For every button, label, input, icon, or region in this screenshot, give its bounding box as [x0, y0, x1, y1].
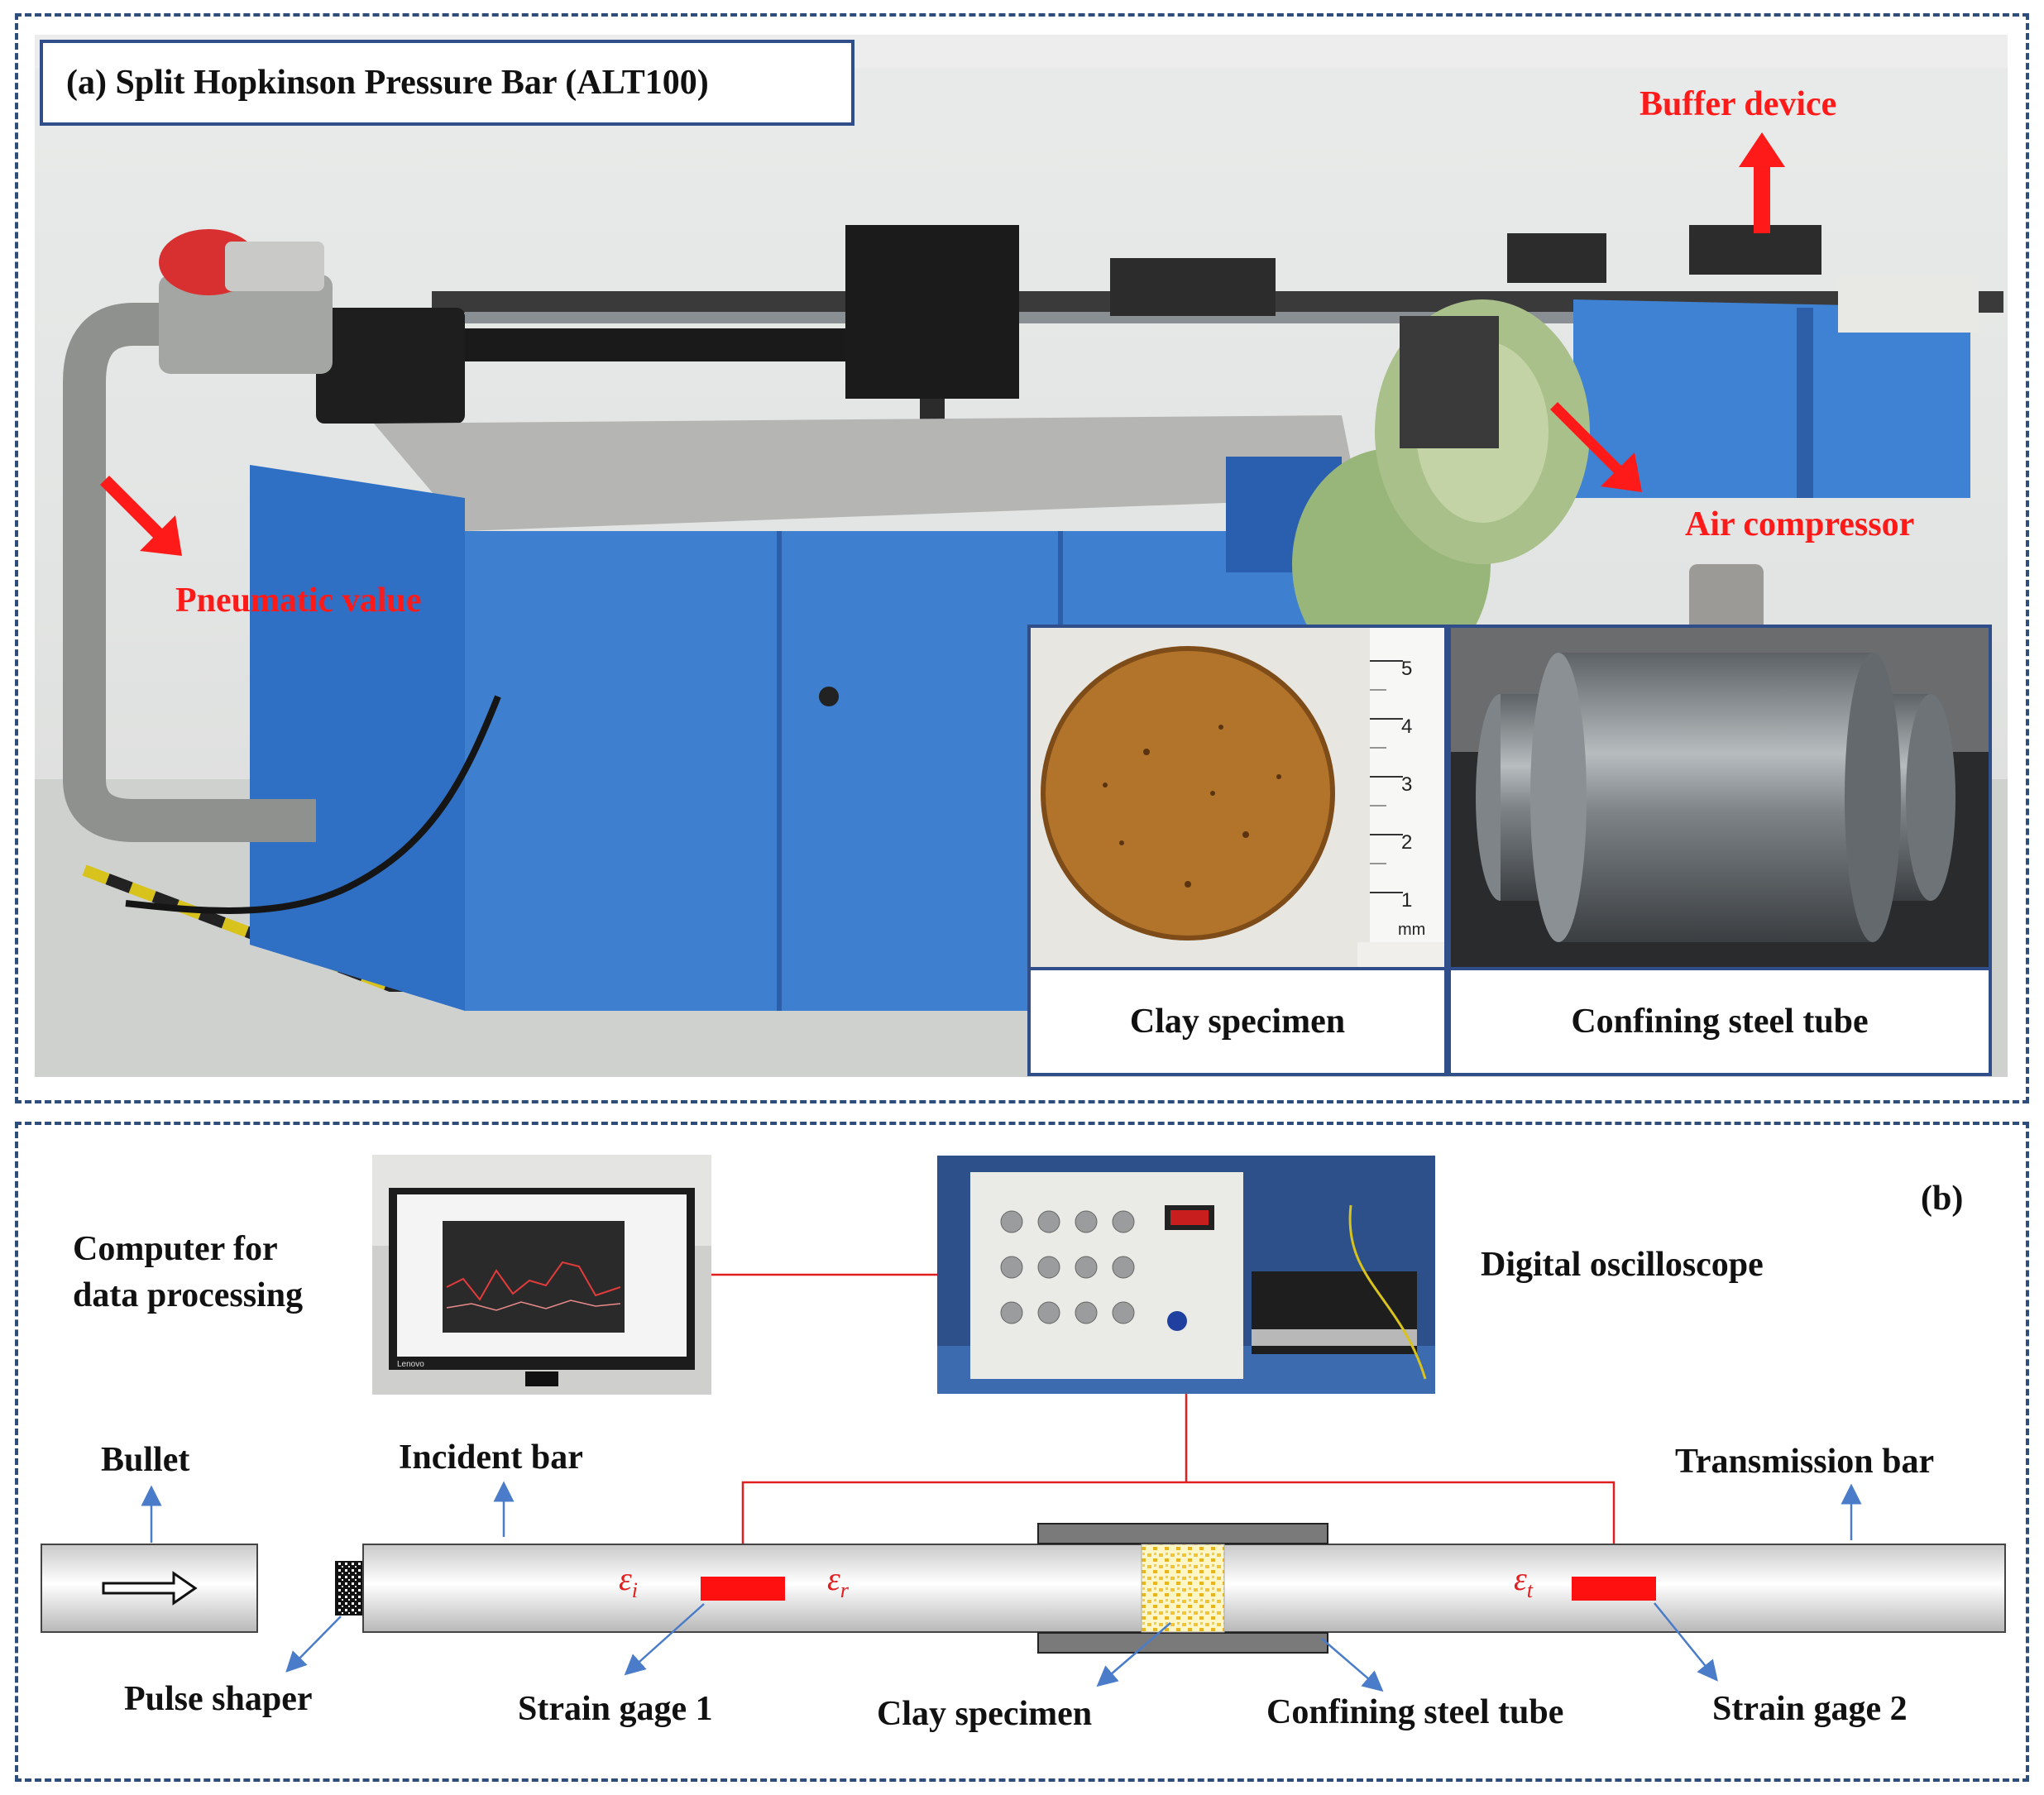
clay-specimen-inset: 5 4 3 2 1 mm	[1027, 625, 1448, 970]
oscilloscope-photo	[937, 1156, 1435, 1394]
clay-specimen-label: Clay specimen	[877, 1695, 1093, 1733]
epsilon-transmitted-sub: t	[1526, 1578, 1533, 1602]
ruler-tick-3: 3	[1401, 773, 1413, 796]
clay-specimen	[1141, 1544, 1225, 1633]
epsilon-transmitted: εt	[1514, 1560, 1533, 1602]
panel-b-tag: (b)	[1921, 1180, 1964, 1218]
strain-gage-2-label: Strain gage 2	[1712, 1690, 1908, 1728]
shpb-photo: (a) Split Hopkinson Pressure Bar (ALT100…	[35, 35, 2008, 1077]
ruler-tick-2: 2	[1401, 831, 1413, 854]
epsilon-reflected: εr	[827, 1560, 849, 1602]
pointer-arrows	[141, 1481, 1862, 1692]
confining-tube-top	[1037, 1523, 1328, 1544]
transmission-bar-label: Transmission bar	[1675, 1443, 1935, 1481]
air-compressor-label: Air compressor	[1685, 505, 1915, 543]
bullet	[41, 1544, 258, 1633]
pulse-shaper-label: Pulse shaper	[124, 1680, 313, 1718]
clay-specimen-photo	[1031, 628, 1444, 967]
confining-steel-tube-label: Confining steel tube	[1266, 1693, 1564, 1731]
computer-photo: Lenovo	[372, 1155, 711, 1395]
bullet-label: Bullet	[101, 1441, 190, 1479]
clay-caption-box: Clay specimen	[1027, 970, 1448, 1076]
buffer-device-label: Buffer device	[1640, 85, 1837, 123]
panel-a-frame	[15, 13, 2029, 1103]
monitor-brand-text: Lenovo	[397, 1360, 424, 1369]
oscilloscope-label: Digital oscilloscope	[1481, 1246, 1764, 1284]
ruler-tick-5: 5	[1401, 658, 1413, 680]
confining-steel-tube-caption: Confining steel tube	[1451, 970, 1989, 1073]
computer-label: Computer for data processing	[73, 1226, 303, 1319]
incident-bar-label: Incident bar	[399, 1438, 583, 1477]
steel-tube-photo	[1451, 628, 1989, 967]
clay-specimen-caption: Clay specimen	[1031, 970, 1444, 1073]
signal-wires	[711, 1273, 1616, 1578]
computer-label-line1: Computer for	[73, 1230, 278, 1268]
epsilon-incident-sub: i	[631, 1578, 638, 1602]
shpb-apparatus-illustration	[35, 35, 2008, 1077]
pneumatic-value-label: Pneumatic value	[175, 582, 422, 620]
strain-gage-2	[1572, 1577, 1656, 1601]
strain-gage-1-label: Strain gage 1	[518, 1690, 713, 1728]
panel-b-frame	[15, 1122, 2029, 1782]
steel-tube-inset	[1448, 625, 1992, 970]
computer-label-line2: data processing	[73, 1276, 304, 1314]
red-arrows	[100, 132, 1785, 556]
ruler-tick-1: 1	[1401, 889, 1413, 912]
panel-a-title: (a) Split Hopkinson Pressure Bar (ALT100…	[40, 40, 854, 126]
ruler-unit-mm: mm	[1398, 921, 1426, 939]
ruler-tick-4: 4	[1401, 716, 1413, 738]
confining-tube-bottom	[1037, 1632, 1328, 1654]
pulse-shaper	[335, 1561, 363, 1616]
epsilon-reflected-sub: r	[840, 1578, 849, 1602]
strain-gage-1	[701, 1577, 785, 1601]
bullet-direction-arrow	[102, 1571, 198, 1606]
tube-caption-box: Confining steel tube	[1448, 970, 1992, 1076]
epsilon-incident: εi	[619, 1560, 638, 1602]
